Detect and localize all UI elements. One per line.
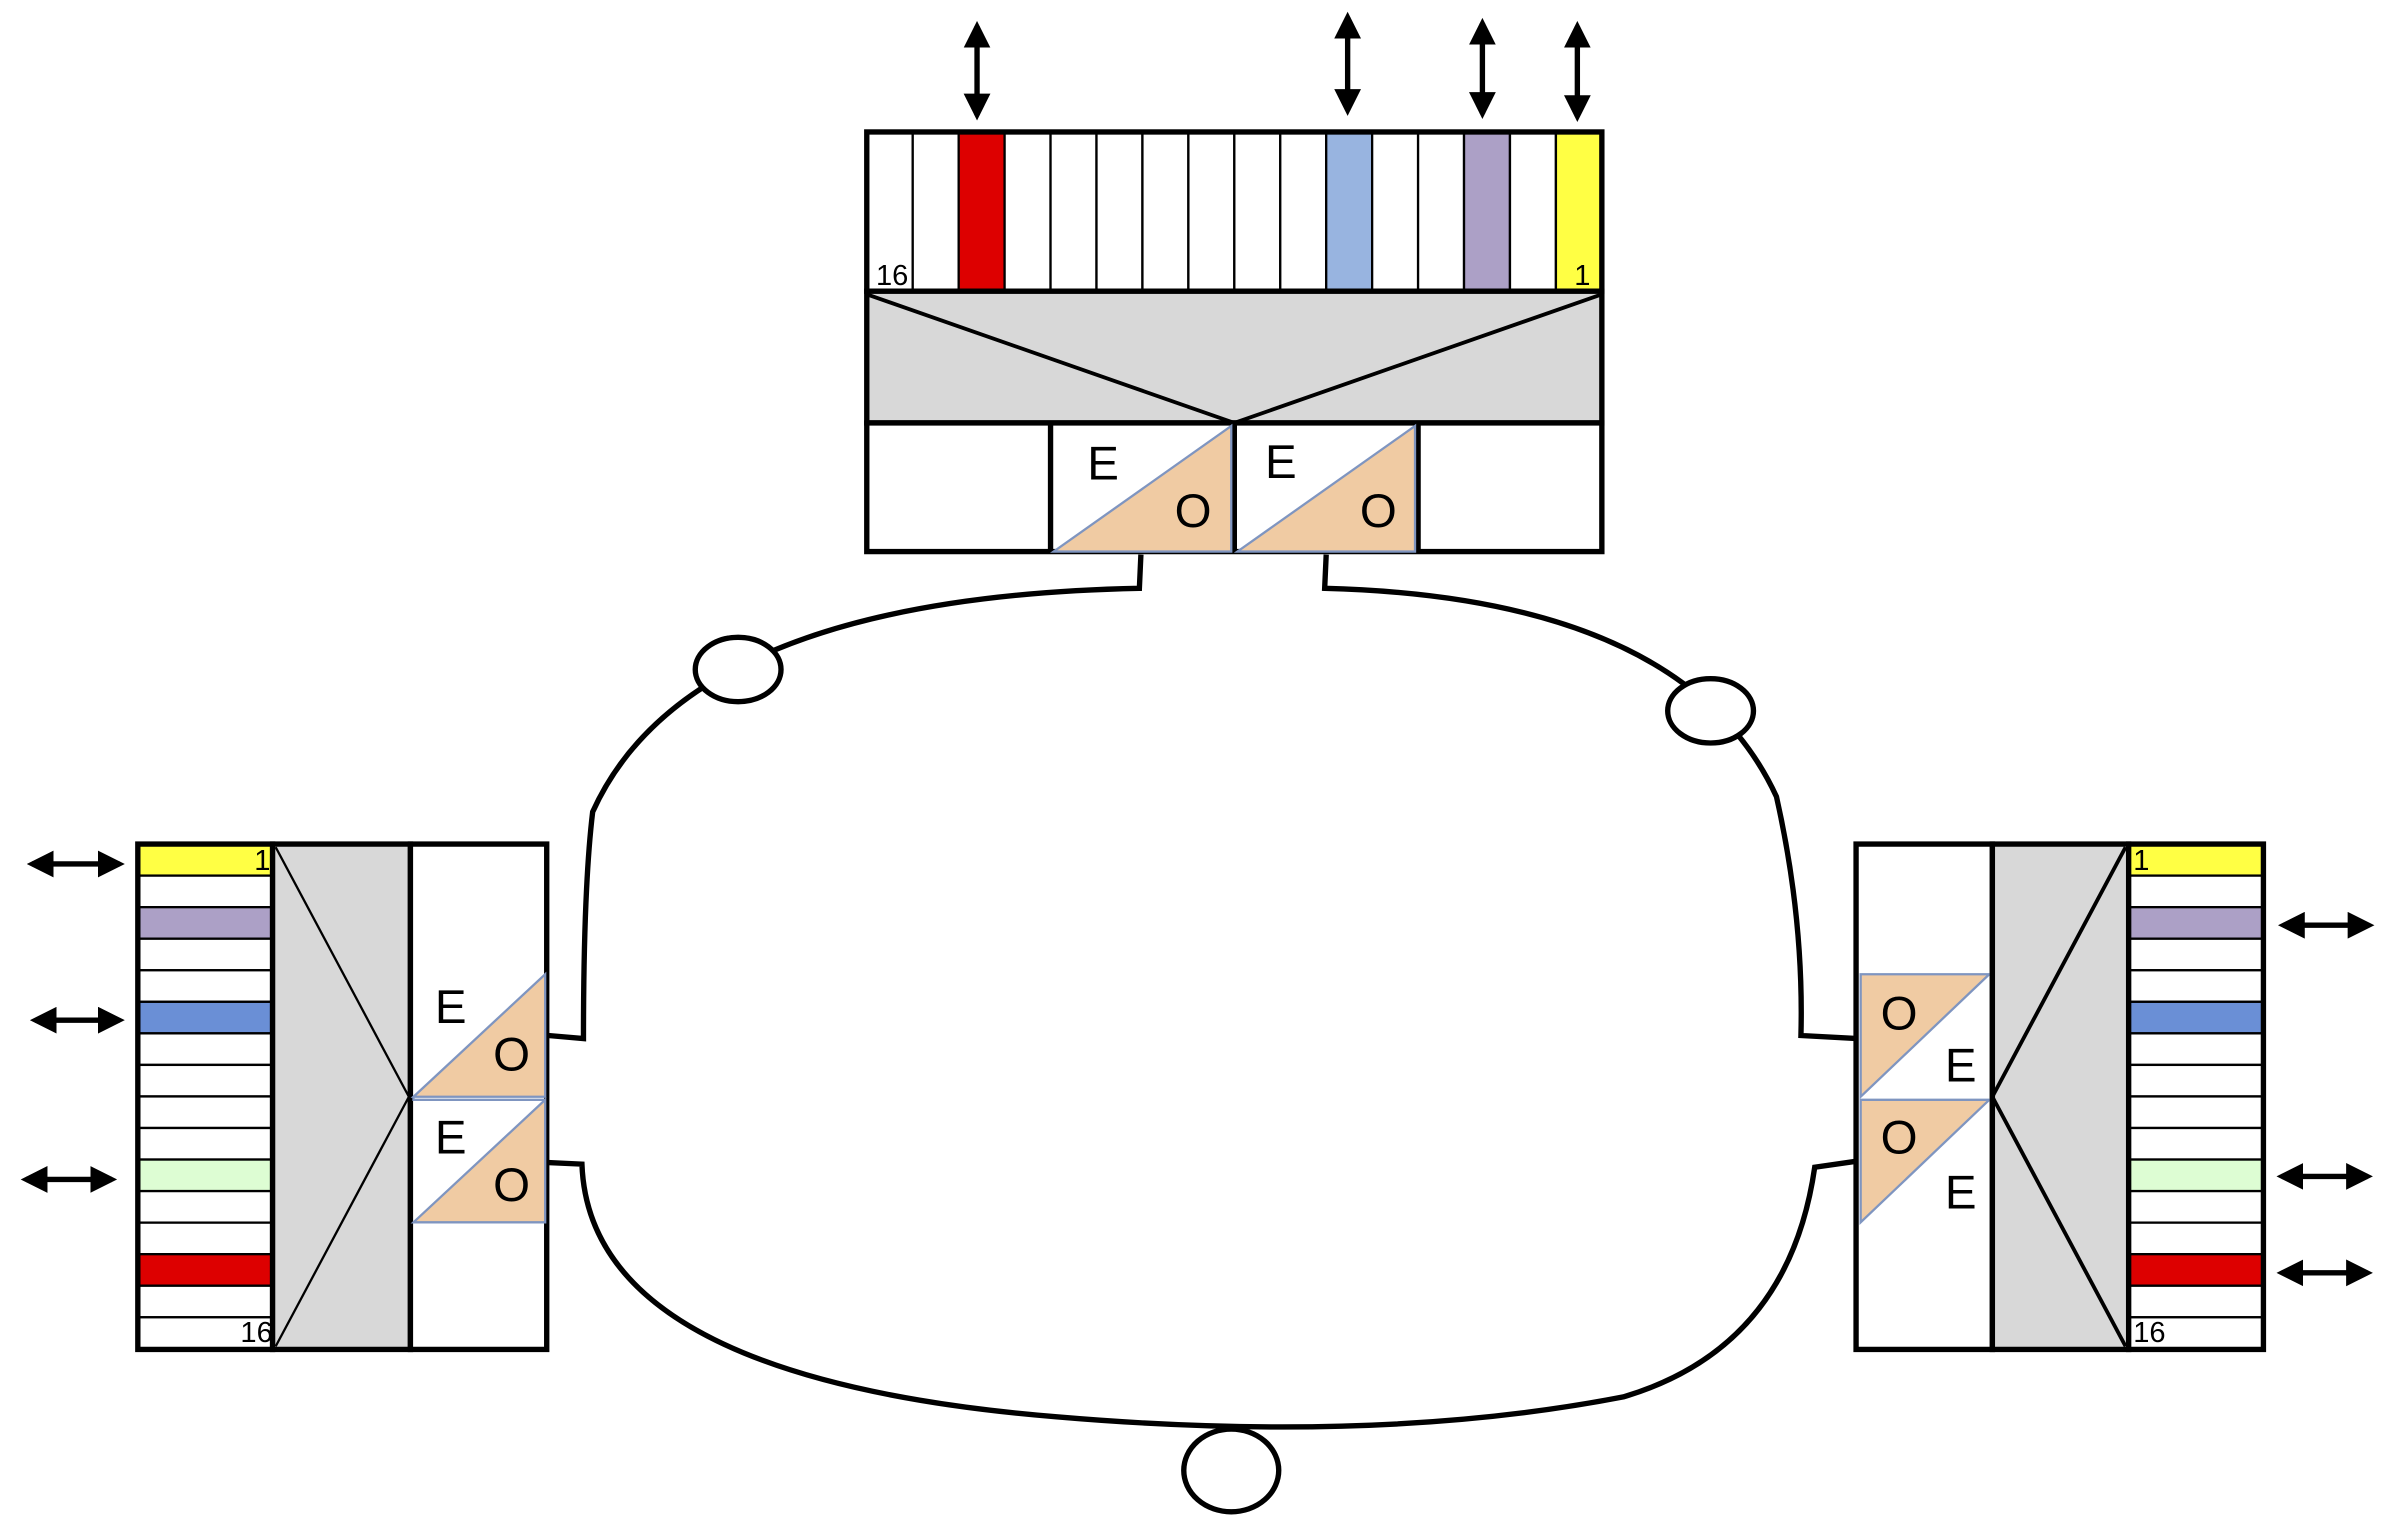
left-slot-11 bbox=[136, 1158, 274, 1193]
right-node-converter-frame bbox=[1853, 841, 1996, 1353]
converter-o-label: O bbox=[1175, 485, 1212, 538]
converter-o-label: O bbox=[493, 1029, 530, 1082]
converter-o-label: O bbox=[1881, 987, 1918, 1040]
right-oe-converter-1: O E bbox=[1859, 973, 1993, 1100]
top-slot-2 bbox=[1508, 130, 1558, 293]
left-slot-12 bbox=[136, 1189, 274, 1224]
right-slot-6 bbox=[2127, 1000, 2265, 1035]
left-slot-label-1: 1 bbox=[254, 845, 270, 877]
right-slot-label-1: 1 bbox=[2133, 845, 2149, 877]
right-slot-13 bbox=[2127, 1221, 2265, 1256]
left-node-slot-panel bbox=[136, 842, 274, 1350]
left-eo-converter-1: E O bbox=[410, 971, 547, 1098]
top-slot-11 bbox=[1095, 130, 1144, 293]
left-slot-10 bbox=[136, 1126, 274, 1161]
right-node-slot-panel bbox=[2127, 842, 2265, 1350]
top-node-slot-panel bbox=[865, 130, 1604, 293]
right-slot-14 bbox=[2127, 1253, 2265, 1287]
right-slot-11 bbox=[2127, 1158, 2265, 1193]
converter-o-label: O bbox=[1881, 1111, 1918, 1164]
top-slot-14 bbox=[957, 130, 1006, 293]
top-slot-label-16: 16 bbox=[876, 260, 908, 292]
right-slot-8 bbox=[2127, 1063, 2265, 1098]
right-slot-15 bbox=[2127, 1284, 2265, 1319]
right-slot-7 bbox=[2127, 1032, 2265, 1067]
converter-o-label: O bbox=[493, 1159, 530, 1212]
right-slot-10 bbox=[2127, 1126, 2265, 1161]
top-eo-converter-1: E O bbox=[1049, 423, 1233, 553]
top-eo-converter-2: E O bbox=[1233, 423, 1417, 553]
left-slot-6 bbox=[136, 1000, 274, 1035]
top-slot-6 bbox=[1325, 130, 1374, 293]
top-slot-7 bbox=[1279, 130, 1328, 293]
left-slot-13 bbox=[136, 1221, 274, 1256]
top-slot-4 bbox=[1416, 130, 1466, 293]
right-node-slot-frame bbox=[2125, 841, 2267, 1353]
left-slot-14 bbox=[136, 1253, 274, 1287]
right-node-arrows bbox=[2276, 911, 2375, 1287]
top-slot-8 bbox=[1233, 130, 1282, 293]
top-slot-13 bbox=[1003, 130, 1052, 293]
left-slot-label-16: 16 bbox=[240, 1317, 272, 1349]
left-slot-16 bbox=[136, 1316, 274, 1350]
right-node: O E O E 1 16 bbox=[1853, 841, 2375, 1353]
top-slot-5 bbox=[1370, 130, 1420, 293]
top-slot-10 bbox=[1141, 130, 1190, 293]
left-slot-3 bbox=[136, 906, 274, 940]
right-oe-converter-2: O E bbox=[1859, 1098, 1993, 1226]
fiber-loop-bottom bbox=[1181, 1426, 1282, 1515]
converter-e-label: E bbox=[1265, 436, 1297, 489]
left-slot-2 bbox=[136, 874, 274, 909]
fiber-loops bbox=[692, 634, 1757, 1515]
right-node-switch-fabric bbox=[1989, 841, 2132, 1353]
fiber-loop-top-left bbox=[692, 634, 784, 705]
left-eo-converter-2: E O bbox=[410, 1096, 547, 1224]
top-slot-15 bbox=[911, 130, 960, 293]
fiber-ring bbox=[548, 554, 1858, 1430]
top-slot-9 bbox=[1187, 130, 1236, 293]
converter-e-label: E bbox=[435, 981, 467, 1034]
top-slot-16 bbox=[865, 130, 914, 293]
right-slot-5 bbox=[2127, 969, 2265, 1003]
fiber-top-left-link bbox=[548, 554, 1144, 1042]
right-slot-9 bbox=[2127, 1095, 2265, 1130]
right-slot-12 bbox=[2127, 1189, 2265, 1224]
right-slot-3 bbox=[2127, 906, 2265, 940]
top-node-switch-fabric bbox=[864, 288, 1605, 426]
left-node-switch-fabric bbox=[269, 841, 414, 1353]
left-node-arrows bbox=[20, 850, 125, 1193]
converter-e-label: E bbox=[1087, 438, 1119, 491]
left-slot-15 bbox=[136, 1284, 274, 1319]
left-slot-7 bbox=[136, 1032, 274, 1067]
left-slot-4 bbox=[136, 937, 274, 972]
top-node-arrows bbox=[963, 11, 1591, 123]
left-slot-9 bbox=[136, 1095, 274, 1130]
left-slot-1 bbox=[136, 842, 274, 877]
left-slot-8 bbox=[136, 1063, 274, 1098]
left-slot-5 bbox=[136, 969, 274, 1003]
right-slot-4 bbox=[2127, 937, 2265, 972]
fiber-loop-top-right bbox=[1665, 675, 1757, 746]
right-slot-label-16: 16 bbox=[2133, 1317, 2165, 1349]
left-node: 1 16 E O E O bbox=[20, 841, 550, 1353]
converter-e-label: E bbox=[435, 1111, 467, 1164]
top-slot-label-1: 1 bbox=[1574, 260, 1590, 292]
fiber-top-right-link bbox=[1321, 554, 1858, 1042]
converter-e-label: E bbox=[1945, 1039, 1977, 1092]
converter-o-label: O bbox=[1360, 485, 1397, 538]
converter-e-label: E bbox=[1945, 1167, 1977, 1220]
fiber-bottom-link bbox=[548, 1158, 1858, 1430]
top-slot-3 bbox=[1462, 130, 1512, 293]
top-node: 16 1 E O E O bbox=[864, 11, 1605, 555]
top-slot-12 bbox=[1049, 130, 1098, 293]
right-slot-2 bbox=[2127, 874, 2265, 909]
